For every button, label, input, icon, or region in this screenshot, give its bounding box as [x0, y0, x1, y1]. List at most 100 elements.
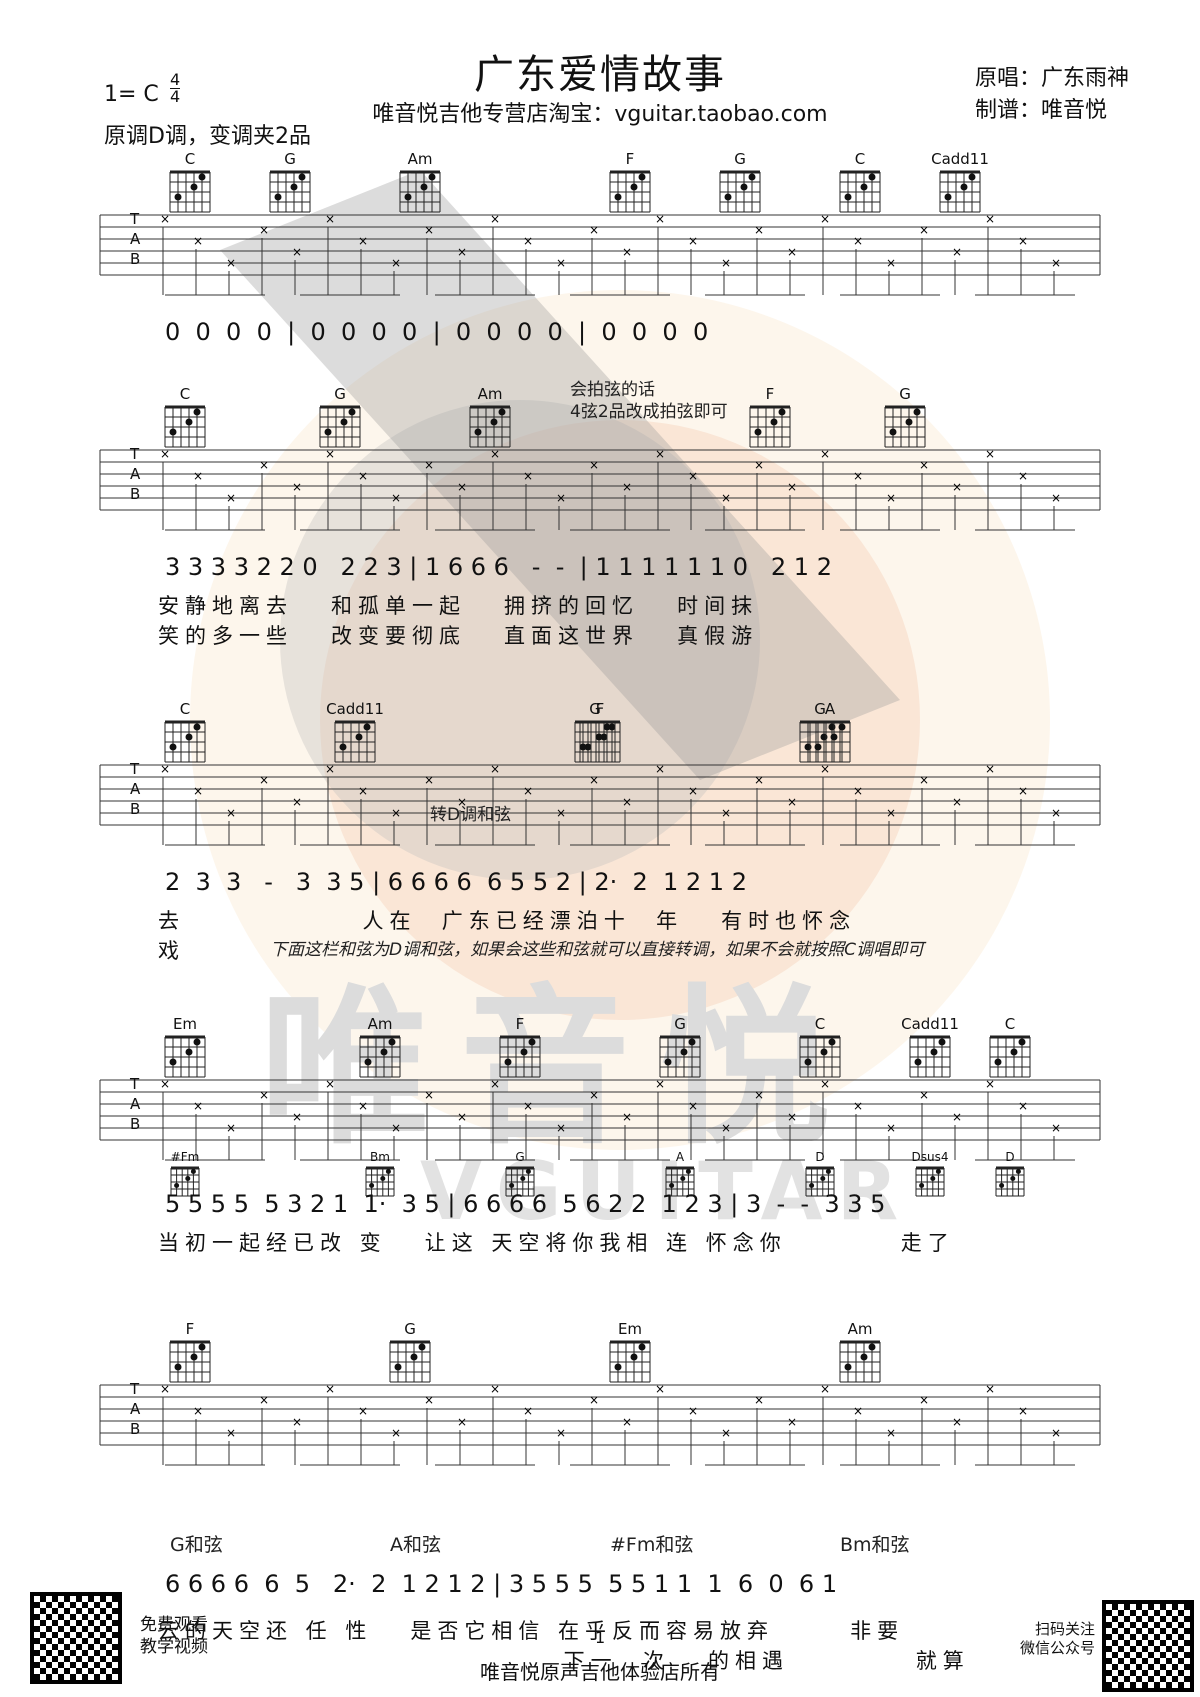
- chord-name: A: [824, 700, 836, 718]
- qr-code-left[interactable]: [30, 1592, 122, 1684]
- svg-text:×: ×: [952, 1110, 962, 1124]
- d-key-chord-label: G和弦: [170, 1534, 223, 1556]
- chord-grid: [359, 1035, 401, 1078]
- chord-diagram: C: [980, 1015, 1040, 1085]
- chord-grid: [609, 1340, 651, 1383]
- chord-grid: [164, 1035, 206, 1078]
- svg-text:×: ×: [259, 1393, 269, 1407]
- svg-text:×: ×: [622, 1415, 632, 1429]
- chord-diagram: F: [490, 1015, 550, 1085]
- svg-text:×: ×: [292, 795, 302, 809]
- svg-text:×: ×: [985, 447, 995, 461]
- svg-text:×: ×: [292, 1110, 302, 1124]
- left-qr-caption: 免费观看 教学视频: [140, 1614, 208, 1658]
- svg-text:×: ×: [160, 447, 170, 461]
- chord-diagram: G: [380, 1320, 440, 1390]
- svg-text:×: ×: [853, 1099, 863, 1113]
- svg-text:×: ×: [853, 234, 863, 248]
- svg-text:×: ×: [226, 256, 236, 270]
- chord-name: G: [334, 385, 346, 403]
- svg-text:×: ×: [721, 1426, 731, 1440]
- svg-text:×: ×: [952, 795, 962, 809]
- tab-letter: A: [130, 780, 141, 798]
- svg-text:×: ×: [754, 1393, 764, 1407]
- chord-grid: [399, 170, 441, 213]
- svg-text:×: ×: [754, 458, 764, 472]
- svg-text:×: ×: [820, 447, 830, 461]
- numbered-notation: 5 5 5 5 5 3 2 1 1· 3 5 | 6 6 6 6 5 6 2 2…: [165, 1190, 886, 1218]
- svg-text:×: ×: [688, 234, 698, 248]
- chord-grid: [939, 170, 981, 213]
- svg-text:×: ×: [424, 773, 434, 787]
- svg-text:×: ×: [622, 795, 632, 809]
- svg-text:×: ×: [556, 1426, 566, 1440]
- svg-text:×: ×: [886, 806, 896, 820]
- svg-text:×: ×: [523, 784, 533, 798]
- qr-code-right[interactable]: [1102, 1600, 1194, 1692]
- tab-letter: A: [130, 465, 141, 483]
- chord-name: G: [899, 385, 911, 403]
- chord-name: Cadd11: [931, 150, 989, 168]
- svg-text:×: ×: [490, 762, 500, 776]
- svg-text:×: ×: [787, 245, 797, 259]
- tab-staff: ××××××××××××××××××××××××××××: [99, 212, 1101, 296]
- chord-name: Am: [407, 150, 433, 168]
- chord-diagram: G: [875, 385, 935, 455]
- chord-grid: [334, 720, 376, 763]
- performance-note: 会拍弦的话: [570, 380, 655, 400]
- svg-text:×: ×: [985, 762, 995, 776]
- chord-diagram: A: [650, 1150, 710, 1204]
- d-key-chord-label: #Fm和弦: [610, 1534, 694, 1556]
- performance-note: 转D调和弦: [430, 805, 512, 825]
- svg-text:×: ×: [193, 1404, 203, 1418]
- tab-letter: B: [130, 250, 141, 268]
- chord-name: F: [765, 385, 775, 403]
- tab-staff: ××××××××××××××××××××××××××××: [99, 1382, 1101, 1466]
- svg-text:×: ×: [919, 773, 929, 787]
- svg-text:×: ×: [952, 245, 962, 259]
- chord-name: Am: [367, 1015, 393, 1033]
- chord-grid: [884, 405, 926, 448]
- svg-text:×: ×: [754, 1088, 764, 1102]
- svg-text:×: ×: [919, 1088, 929, 1102]
- chord-grid: [389, 1340, 431, 1383]
- chord-diagram: Am: [390, 150, 450, 220]
- svg-text:×: ×: [589, 1393, 599, 1407]
- chord-name: Dsus4: [911, 1150, 949, 1164]
- svg-text:×: ×: [589, 773, 599, 787]
- svg-text:×: ×: [556, 256, 566, 270]
- svg-text:×: ×: [655, 1382, 665, 1396]
- numbered-notation: 2 3 3 - 3 3 5 | 6 6 6 6 6 5 5 2 | 2· 2 1…: [165, 868, 747, 896]
- chord-grid: [809, 720, 851, 763]
- svg-text:×: ×: [688, 784, 698, 798]
- chord-name: C: [179, 700, 191, 718]
- svg-text:×: ×: [358, 1099, 368, 1113]
- tab-letter: B: [130, 800, 141, 818]
- chord-diagram: D: [980, 1150, 1040, 1204]
- tab-letter: A: [130, 1400, 141, 1418]
- numbered-notation: 3 3 3 3 2 2 0 2 2 3 | 1 6 6 6 - - | 1 1 …: [165, 553, 832, 581]
- chord-grid: [995, 1166, 1025, 1197]
- chord-grid: [749, 405, 791, 448]
- shop-subtitle: 唯音悦吉他专营店淘宝：vguitar.taobao.com: [372, 102, 828, 127]
- svg-text:×: ×: [1051, 491, 1061, 505]
- svg-text:×: ×: [391, 1426, 401, 1440]
- tab-letter: T: [130, 445, 140, 463]
- chord-grid: [169, 1340, 211, 1383]
- lyric-line: 当初一起经已改 变 让这 天空将你我相 连 怀念你 走了: [158, 1231, 955, 1255]
- svg-text:×: ×: [457, 480, 467, 494]
- chord-name: Bm: [370, 1150, 390, 1164]
- right-qr-line-2: 微信公众号: [1020, 1639, 1096, 1657]
- svg-text:×: ×: [424, 1088, 434, 1102]
- page-title: 广东爱情故事: [474, 52, 726, 98]
- chord-grid: [164, 405, 206, 448]
- chord-grid: [574, 720, 616, 763]
- chord-diagram: Am: [460, 385, 520, 455]
- tab-letter: T: [130, 210, 140, 228]
- svg-text:×: ×: [490, 212, 500, 226]
- svg-text:×: ×: [457, 795, 467, 809]
